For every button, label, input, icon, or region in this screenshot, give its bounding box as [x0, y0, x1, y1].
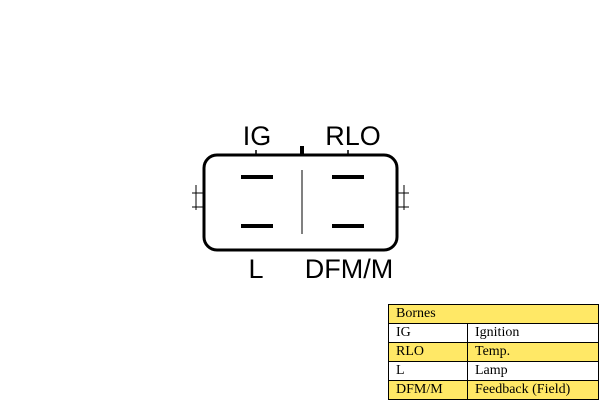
connector-housing: [202, 153, 399, 252]
legend-row: L Lamp: [388, 361, 599, 381]
legend-description: Temp.: [467, 342, 599, 362]
legend-description: Ignition: [467, 323, 599, 343]
legend-header: Bornes: [388, 304, 599, 324]
left-latch: [192, 185, 204, 210]
pin-label-l: L: [248, 254, 263, 284]
legend-code: RLO: [388, 342, 468, 362]
legend-row: RLO Temp.: [388, 342, 599, 362]
pin-label-rlo: RLO: [325, 121, 381, 151]
right-latch: [397, 185, 409, 210]
legend-code: IG: [388, 323, 468, 343]
terminal-ig: [241, 175, 273, 179]
legend-row: DFM/M Feedback (Field): [388, 380, 599, 400]
legend-code: L: [388, 361, 468, 381]
connector-key-notch: [300, 146, 304, 155]
terminal-l: [241, 224, 273, 228]
legend-description: Lamp: [467, 361, 599, 381]
legend-header-row: Bornes: [388, 304, 599, 324]
terminal-rlo: [332, 175, 364, 179]
pin-label-ig: IG: [243, 121, 272, 151]
legend-row: IG Ignition: [388, 323, 599, 343]
terminal-dfm: [332, 224, 364, 228]
pin-label-dfm: DFM/M: [305, 254, 393, 284]
legend-description: Feedback (Field): [467, 380, 599, 400]
legend-code: DFM/M: [388, 380, 468, 400]
legend-table: Bornes IG Ignition RLO Temp. L Lamp DFM/…: [388, 304, 599, 400]
